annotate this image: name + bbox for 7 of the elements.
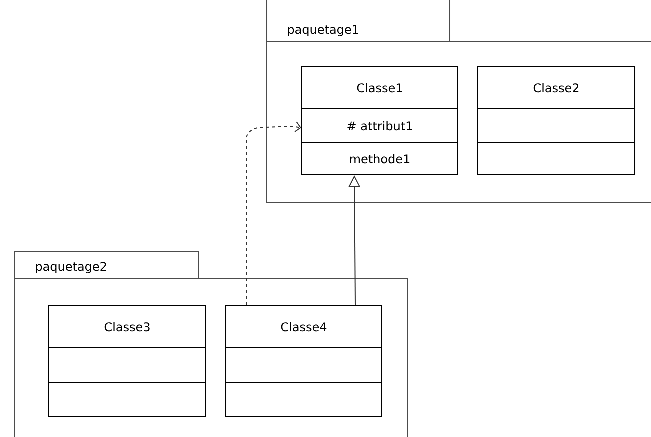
class-box: Classe4 bbox=[226, 306, 382, 418]
class-box: Classe3 bbox=[48, 306, 206, 418]
node-label: paquetage2 bbox=[36, 262, 106, 274]
dependency-arrow bbox=[246, 122, 302, 306]
class-box: Classe1 # attribut1 methode1 bbox=[302, 66, 458, 176]
class-box: Classe2 bbox=[478, 66, 636, 176]
node-label: paquetage1 bbox=[288, 25, 358, 36]
